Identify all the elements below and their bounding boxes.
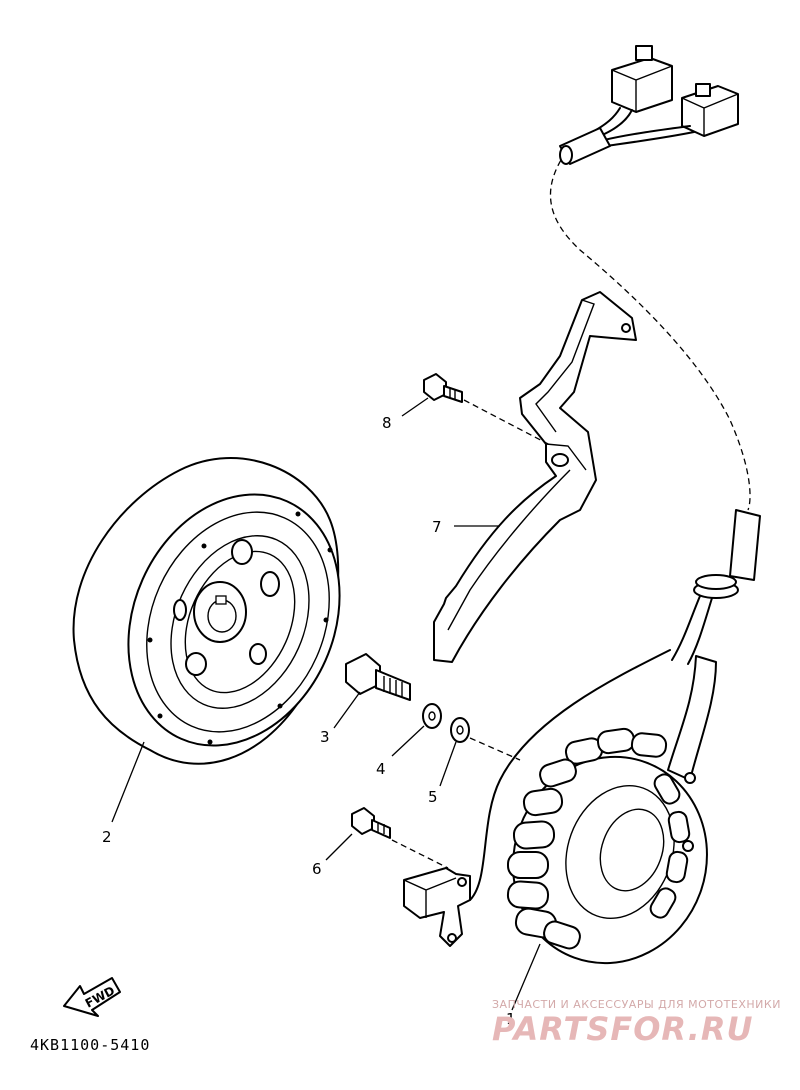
watermark-brand: PARTSFOR.RU xyxy=(492,1010,753,1048)
callout-part-4: 4 xyxy=(376,760,386,778)
pickup-coil xyxy=(403,867,471,947)
washer-5 xyxy=(450,717,470,743)
callout-part-2: 2 xyxy=(102,828,112,846)
flywheel-rotor xyxy=(72,457,341,765)
cable-guide-bracket xyxy=(433,291,637,663)
callout-part-6: 6 xyxy=(312,860,322,878)
callout-part-8: 8 xyxy=(382,414,392,432)
connector-lower xyxy=(681,83,739,137)
wire-harness xyxy=(549,45,751,511)
callout-part-7: 7 xyxy=(432,518,442,536)
stator-assembly xyxy=(469,509,761,965)
washer-4 xyxy=(422,703,442,729)
callout-part-3: 3 xyxy=(320,728,330,746)
pickup-screw xyxy=(351,807,391,839)
callout-part-1: 1 xyxy=(506,1010,516,1028)
diagram-code: 4KB1100-5410 xyxy=(30,1036,150,1054)
callout-part-5: 5 xyxy=(428,788,438,806)
watermark-tagline: ЗАПЧАСТИ И АКСЕССУАРЫ ДЛЯ МОТОТЕХНИКИ xyxy=(492,998,781,1011)
rotor-bolt xyxy=(345,653,411,701)
forward-arrow-icon: FWD xyxy=(63,977,121,1017)
bracket-screw xyxy=(423,373,463,403)
leader-lines xyxy=(111,397,553,1011)
connector-upper xyxy=(611,45,673,113)
